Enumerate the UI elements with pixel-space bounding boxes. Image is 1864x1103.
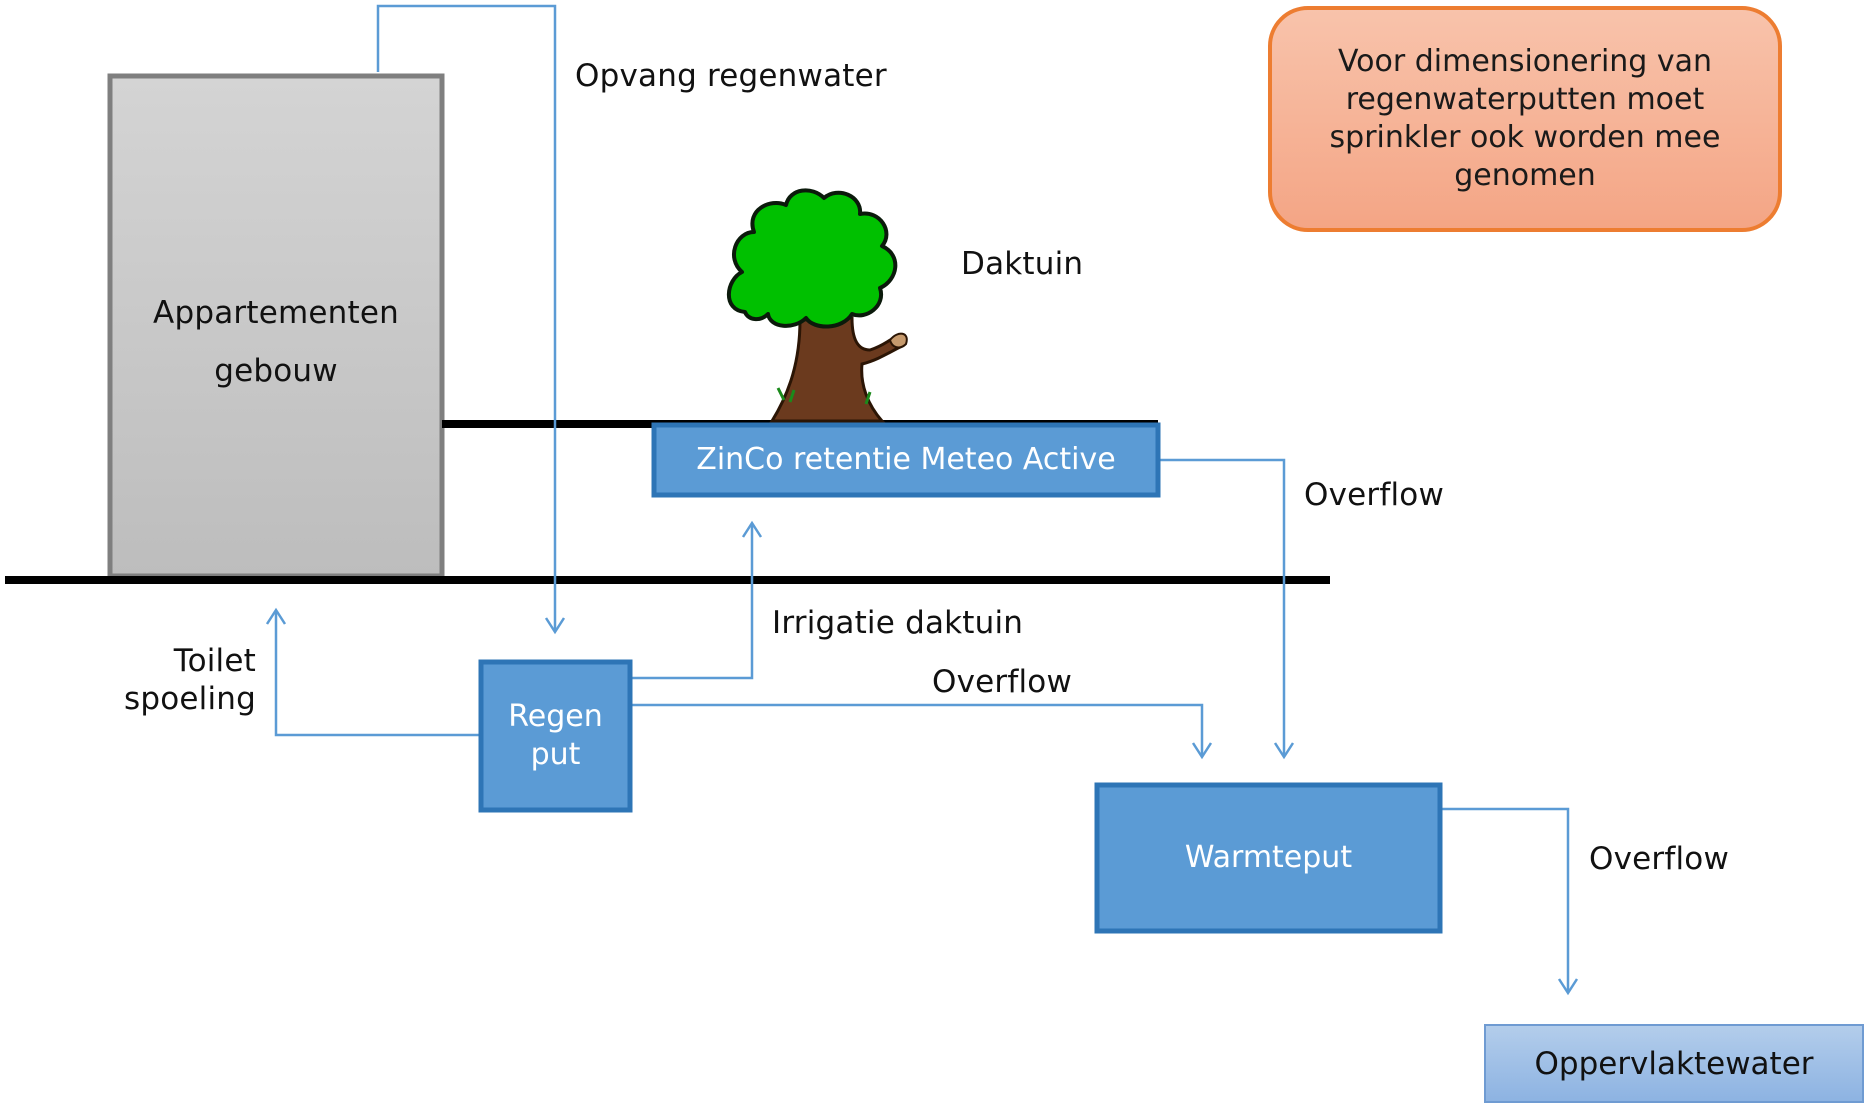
retention-box-label: ZinCo retentie Meteo Active: [696, 442, 1116, 477]
heat-well-overflow-label: Overflow: [1589, 841, 1730, 877]
rain-well-box: [478, 659, 633, 813]
arrowhead: [544, 617, 566, 635]
dimensioning-note-text: Voor dimensionering van regenwaterputten…: [1329, 44, 1721, 193]
toilet-label-line2: spoeling: [123, 681, 256, 717]
building-label-line2: gebouw: [214, 353, 338, 389]
arrowhead: [1273, 742, 1295, 760]
retention-box: [651, 422, 1161, 498]
rain-well-overflow-label: Overflow: [932, 664, 1073, 700]
toilet-label-line1: Toilet: [173, 643, 256, 679]
arrowhead: [741, 520, 763, 538]
retention-overflow-arrow: [1160, 458, 1286, 757]
surface-water-label: Oppervlaktewater: [1534, 1045, 1814, 1082]
rainwater-collection-arrow: [376, 4, 557, 632]
building-label: Appartementen gebouw: [110, 284, 442, 400]
rain-well-overflow-arrow: [632, 703, 1204, 757]
irrigation-arrow: [632, 523, 754, 680]
rain-well-box-label: Regen put: [481, 662, 630, 810]
apartment-building: [107, 73, 445, 579]
surface-water-box: Oppervlaktewater: [1484, 1024, 1864, 1103]
retention-overflow-label: Overflow: [1304, 477, 1445, 513]
rainwater-collection-label: Opvang regenwater: [575, 58, 887, 94]
arrowhead: [1557, 978, 1579, 996]
building-label-line1: Appartementen: [153, 295, 399, 331]
heat-well-box: [1094, 782, 1443, 934]
arrowhead: [265, 607, 287, 625]
rain-well-label-line2: put: [530, 737, 581, 772]
toilet-flushing-arrow: [274, 610, 480, 737]
dimensioning-note: Voor dimensionering van regenwaterputten…: [1268, 6, 1782, 232]
arrowhead: [1191, 742, 1213, 760]
heat-well-box-label: Warmteput: [1184, 840, 1353, 875]
heat-well-overflow-arrow: [1442, 807, 1570, 993]
tree-icon: [727, 188, 908, 423]
irrigation-label: Irrigatie daktuin: [772, 605, 1024, 641]
flow-connectors: [265, 4, 1579, 996]
toilet-flushing-label: Toilet spoeling: [110, 642, 256, 718]
roof-garden-label: Daktuin: [961, 246, 1084, 282]
rain-well-label-line1: Regen: [508, 699, 603, 734]
